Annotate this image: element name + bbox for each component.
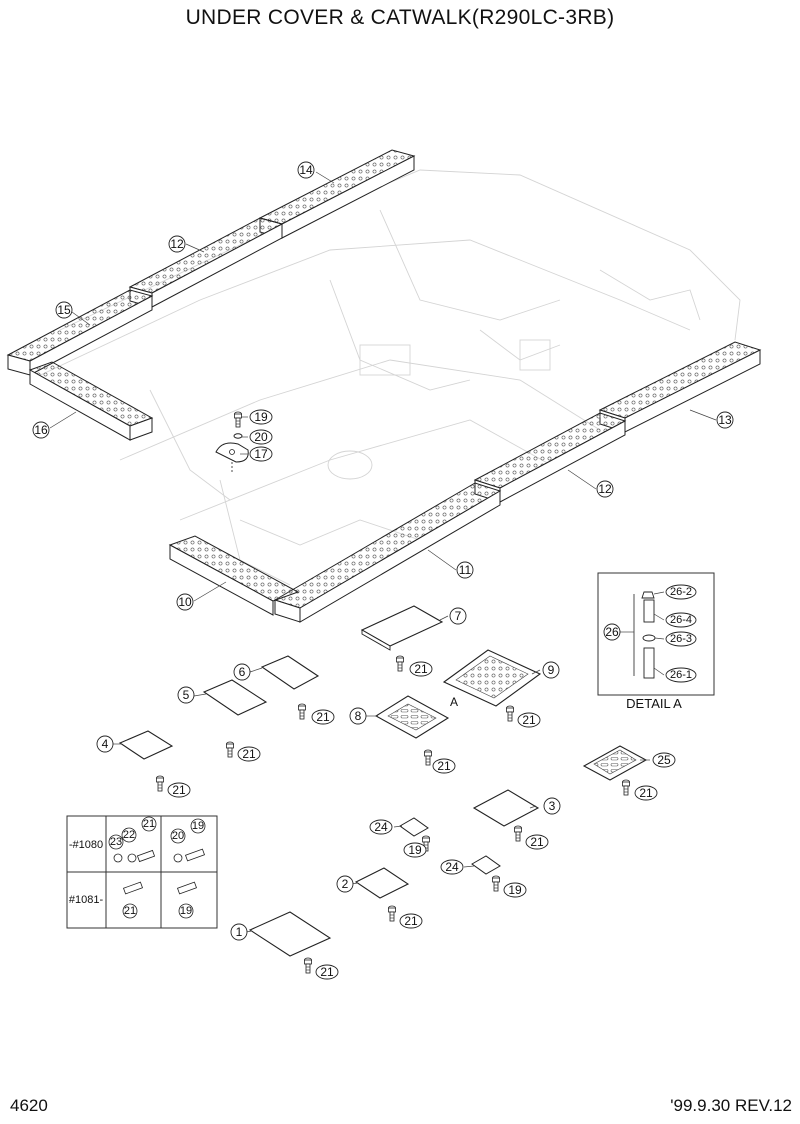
callout-12-lower: 12 xyxy=(598,482,612,496)
callout-26-2: 26-2 xyxy=(670,586,692,598)
legend-row-1081: #1081- xyxy=(69,894,104,906)
catwalk-16 xyxy=(28,361,154,441)
legend-19-top: 19 xyxy=(192,820,204,832)
page-number: 4620 xyxy=(10,1096,48,1115)
revision-date: '99.9.30 REV.12 xyxy=(670,1096,792,1115)
legend-row-1080: -#1080 xyxy=(69,839,103,851)
callout-11: 11 xyxy=(459,563,472,577)
legend-callouts xyxy=(108,816,206,919)
catwalk-11 xyxy=(273,482,502,623)
callout-12-upper: 12 xyxy=(170,237,184,251)
callout-9: 9 xyxy=(548,663,555,677)
cover-2 xyxy=(354,867,410,899)
cover-1 xyxy=(248,911,332,957)
legend-23: 23 xyxy=(110,836,122,848)
cover-3 xyxy=(472,789,540,827)
callout-2: 2 xyxy=(342,877,349,891)
callout-21-cover6: 21 xyxy=(316,710,330,724)
callout-16: 16 xyxy=(34,423,48,437)
callout-21-cover25: 21 xyxy=(639,786,653,800)
callout-3: 3 xyxy=(549,799,556,813)
legend-19-bottom: 19 xyxy=(180,905,192,917)
catwalk-10 xyxy=(168,535,300,616)
callout-15: 15 xyxy=(57,303,71,317)
cover-6 xyxy=(260,655,320,690)
fastener-legend-table xyxy=(66,815,218,929)
cover-8 xyxy=(374,695,450,739)
callout-13: 13 xyxy=(718,413,732,427)
callout-6: 6 xyxy=(239,665,246,679)
callout-21-cover4: 21 xyxy=(172,783,186,797)
callout-24-a: 24 xyxy=(374,820,388,834)
callout-26-1: 26-1 xyxy=(670,669,692,681)
callout-21-cover3: 21 xyxy=(530,835,544,849)
detail-a-title: DETAIL A xyxy=(626,696,682,711)
callout-21-cover7: 21 xyxy=(414,662,428,676)
callout-14: 14 xyxy=(299,163,313,177)
cover-24-b xyxy=(471,855,501,875)
callout-21-cover2: 21 xyxy=(404,914,418,928)
callout-26: 26 xyxy=(605,625,619,639)
cover-24-a xyxy=(399,817,429,837)
cover-9 xyxy=(442,649,542,707)
callout-circles xyxy=(32,161,734,980)
cover-5 xyxy=(202,679,268,716)
callout-19-low: 19 xyxy=(508,883,522,897)
callout-26-4: 26-4 xyxy=(670,614,692,626)
detail-a-marker: A xyxy=(450,695,458,709)
callout-19-mid: 19 xyxy=(408,843,422,857)
callout-17: 17 xyxy=(254,447,268,461)
callout-26-3: 26-3 xyxy=(670,633,692,645)
page-title: UNDER COVER & CATWALK(R290LC-3RB) xyxy=(185,6,615,29)
callout-1: 1 xyxy=(236,925,243,939)
legend-21-top: 21 xyxy=(143,818,155,830)
bracket-17 xyxy=(215,442,249,472)
callout-24-b: 24 xyxy=(445,860,459,874)
callout-4: 4 xyxy=(102,737,109,751)
callout-7: 7 xyxy=(455,609,462,623)
callout-21-cover1: 21 xyxy=(320,965,334,979)
callout-10: 10 xyxy=(178,595,192,609)
legend-22: 22 xyxy=(123,829,135,841)
callout-5: 5 xyxy=(183,688,190,702)
washer-20 xyxy=(233,433,243,439)
callout-25: 25 xyxy=(657,753,671,767)
cover-4 xyxy=(118,730,174,760)
detail-a-box xyxy=(597,572,715,696)
callout-8: 8 xyxy=(355,709,362,723)
callout-21-cover5: 21 xyxy=(242,747,256,761)
callout-19-top: 19 xyxy=(254,410,268,424)
legend-20: 20 xyxy=(172,830,184,842)
legend-21-bottom: 21 xyxy=(124,905,136,917)
cover-7 xyxy=(360,605,444,651)
callout-21-cover8: 21 xyxy=(437,759,451,773)
callout-20: 20 xyxy=(254,430,268,444)
callout-21-cover9: 21 xyxy=(522,713,536,727)
frame-ghost-lines xyxy=(29,169,741,586)
